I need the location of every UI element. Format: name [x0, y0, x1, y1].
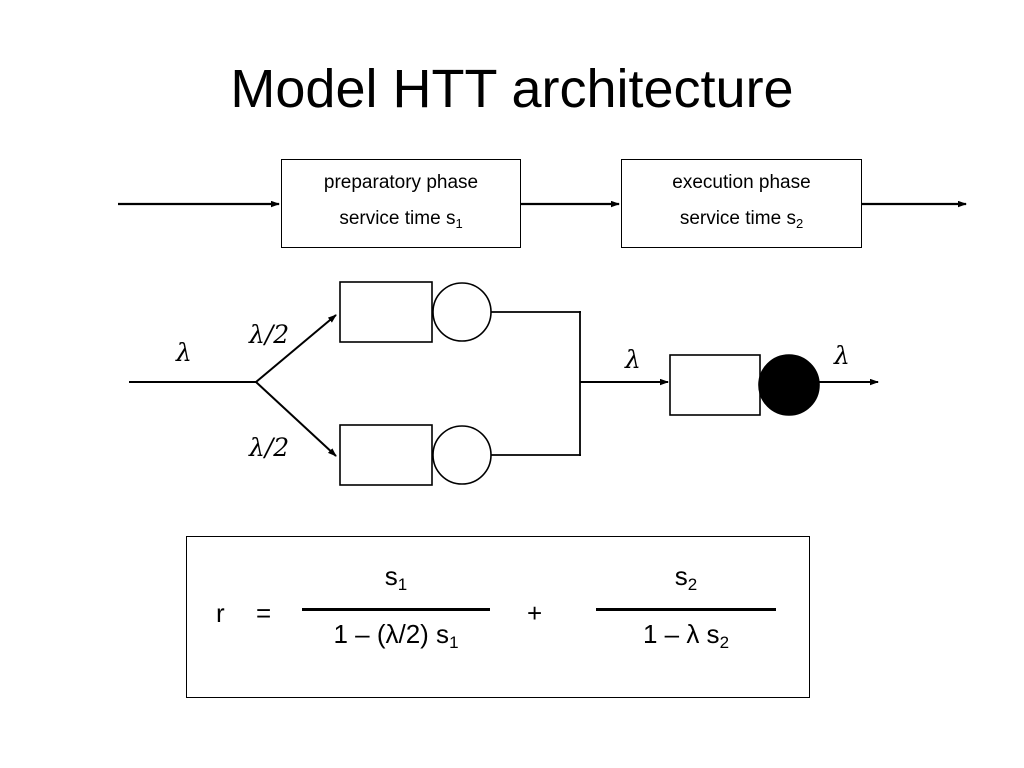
upper-branch-arrow	[255, 314, 337, 383]
term2-denominator: 1 – λ s2	[596, 619, 776, 658]
lower-server	[432, 425, 492, 485]
term1-numerator-subscript: 1	[397, 575, 408, 594]
term2-numerator: s2	[596, 561, 776, 600]
term2-denominator-text: 1 – λ s	[642, 619, 720, 649]
preparatory-service-time-subscript: 1	[455, 216, 463, 231]
formula-term-2: s2 1 – λ s2	[596, 561, 776, 658]
formula-equals: =	[256, 598, 272, 628]
term2-fraction-bar	[596, 608, 776, 611]
final-queue-buffer	[669, 354, 761, 416]
formula-term-1: s1 1 – (λ/2) s1	[302, 561, 490, 658]
execution-phase-service-time: service time s2	[680, 201, 803, 242]
term2-numerator-text: s	[674, 561, 688, 591]
preparatory-service-time-text: service time s	[339, 208, 456, 229]
term1-numerator: s1	[302, 561, 490, 600]
preparatory-phase-service-time: service time s1	[339, 201, 462, 242]
execution-service-time-subscript: 2	[795, 216, 804, 231]
execution-phase-box: execution phase service time s2	[621, 159, 862, 248]
output-rate-label: λ	[834, 341, 850, 370]
lower-queue-buffer	[339, 424, 433, 486]
upper-server	[432, 282, 492, 342]
execution-service-time-text: service time s	[679, 208, 796, 229]
formula-plus: +	[527, 598, 543, 628]
term1-denominator-text: 1 – (λ/2) s	[333, 619, 450, 649]
preparatory-phase-title: preparatory phase	[323, 172, 479, 193]
formula-lhs: r	[216, 598, 225, 628]
term1-denominator: 1 – (λ/2) s1	[302, 619, 490, 658]
final-server	[758, 354, 820, 416]
preparatory-phase-box: preparatory phase service time s1	[281, 159, 521, 248]
merge-rate-label: λ	[625, 345, 641, 374]
upper-branch-rate-label: λ/2	[249, 320, 290, 349]
lower-branch-rate-label: λ/2	[249, 433, 290, 462]
term1-numerator-text: s	[384, 561, 398, 591]
term1-denominator-subscript: 1	[449, 633, 459, 652]
execution-phase-title: execution phase	[672, 172, 811, 193]
page-title: Model HTT architecture	[230, 59, 794, 119]
term1-fraction-bar	[302, 608, 490, 611]
lower-branch-arrow	[255, 381, 337, 457]
term2-numerator-subscript: 2	[687, 575, 698, 594]
term2-denominator-subscript: 2	[719, 633, 730, 652]
formula-box: r = s1 1 – (λ/2) s1 + s2 1 – λ s2	[186, 536, 810, 698]
upper-queue-buffer	[339, 281, 433, 343]
input-rate-label: λ	[176, 338, 192, 367]
